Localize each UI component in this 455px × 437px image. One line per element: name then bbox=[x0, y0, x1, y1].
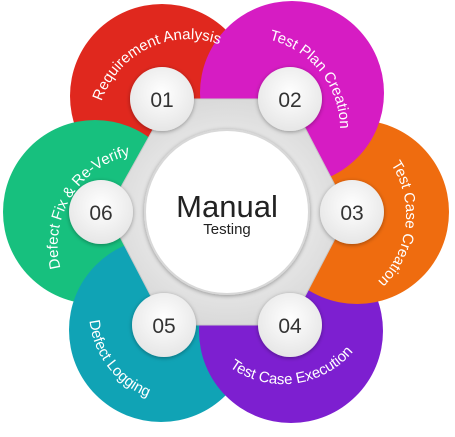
step-disc-4 bbox=[258, 293, 322, 357]
step-number-3: 03 bbox=[340, 202, 363, 225]
step-number-6: 06 bbox=[89, 202, 112, 225]
center-circle bbox=[144, 129, 310, 295]
step-disc-6 bbox=[69, 180, 133, 244]
step-number-2: 02 bbox=[278, 89, 301, 112]
step-disc-2 bbox=[258, 67, 322, 131]
step-disc-1 bbox=[130, 67, 194, 131]
step-number-4: 04 bbox=[278, 315, 302, 338]
step-number-discs: 01 02 03 04 05 06 bbox=[69, 67, 384, 357]
step-number-1: 01 bbox=[150, 89, 173, 112]
step-disc-5 bbox=[132, 293, 196, 357]
step-disc-3 bbox=[320, 180, 384, 244]
step-number-5: 05 bbox=[152, 315, 175, 338]
center-title: Manual bbox=[176, 189, 278, 224]
center-subtitle: Testing bbox=[203, 221, 251, 238]
